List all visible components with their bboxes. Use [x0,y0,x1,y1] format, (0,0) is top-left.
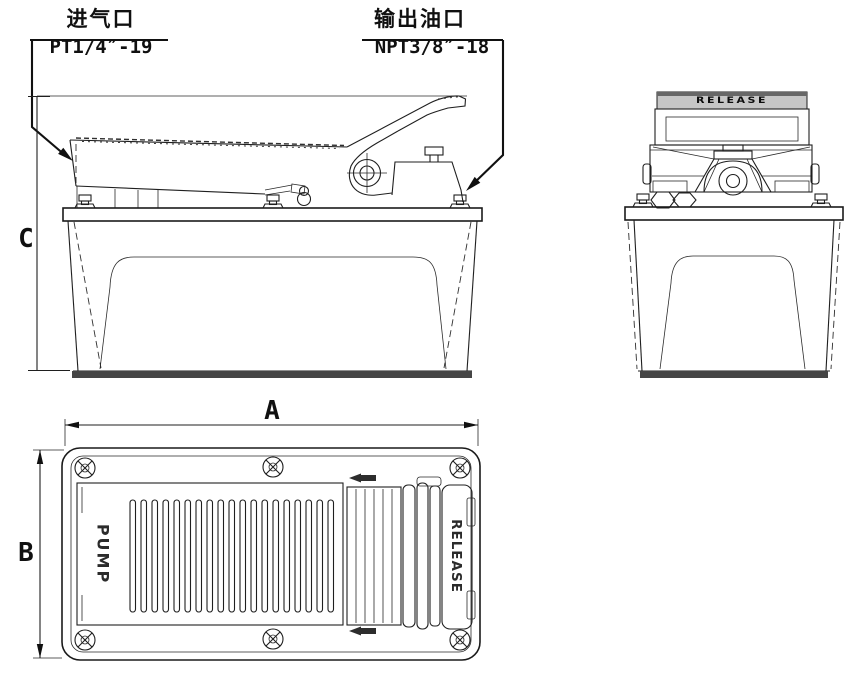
front-view [62,95,483,378]
dimension-b-lines [33,449,64,659]
oil-outlet-spec: NPT3/8″-18 [374,36,490,58]
dimension-a-lines [64,419,479,446]
pedal-ribs [129,499,335,613]
dimension-b-label: B [18,538,34,568]
release-marking-top-view: RELEASE [448,519,464,593]
dimension-c-label: C [18,224,34,254]
oil-outlet-callout [362,38,505,191]
air-inlet-spec: PT1/4″-19 [49,36,153,58]
pivot-pin-tabs [349,473,376,636]
side-view [624,91,844,378]
pump-marking: PUMP [93,523,113,585]
air-inlet-label: 进气口 [66,7,136,31]
top-view [61,447,481,661]
dimension-a-label: A [264,396,280,426]
air-inlet-callout [30,38,168,161]
oil-outlet-label: 输出油口 [374,7,466,31]
release-marking-side-view: RELEASE [696,94,768,106]
dimension-c-lines [28,95,467,372]
